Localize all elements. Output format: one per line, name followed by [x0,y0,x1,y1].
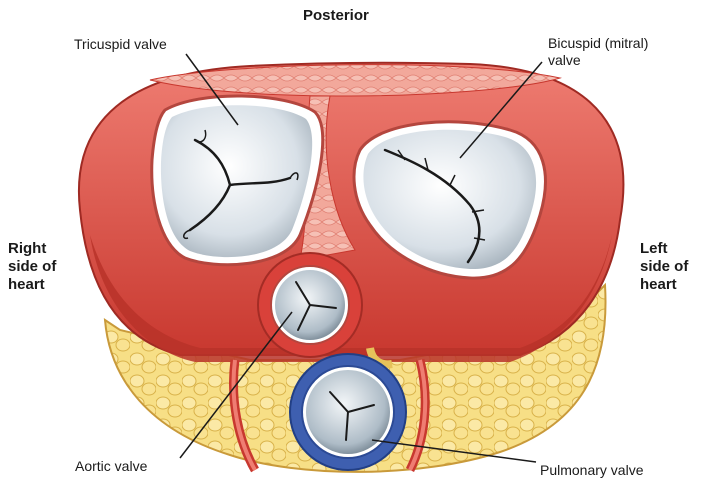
aortic-valve-label: Aortic valve [75,458,148,474]
leader-bicuspid [459,61,543,159]
tricuspid-valve [150,94,325,267]
leader-pulmonary [371,439,537,463]
aortic-valve [257,252,363,358]
posterior-label: Posterior [303,7,369,24]
leader-aortic [179,311,293,459]
leader-lines [179,53,543,463]
left-side-label-line2: side of [640,258,689,275]
right-side-label-line1: Right [8,240,47,257]
right-side-label-line2: side of [8,258,57,275]
leader-tricuspid [185,53,239,126]
left-side-label-line1: Left [640,240,668,257]
tricuspid-valve-label: Tricuspid valve [74,36,167,52]
left-side-label-line3: heart [640,276,677,293]
pulmonary-valve-label: Pulmonary valve [540,462,644,478]
coronary-vessels [229,347,430,473]
right-side-label-line3: heart [8,276,45,293]
bicuspid-valve-label-line1: Bicuspid (mitral) [548,35,649,51]
bicuspid-valve-label-line2: valve [548,52,581,68]
pulmonary-valve [289,353,407,471]
bicuspid-mitral-valve [352,120,547,280]
